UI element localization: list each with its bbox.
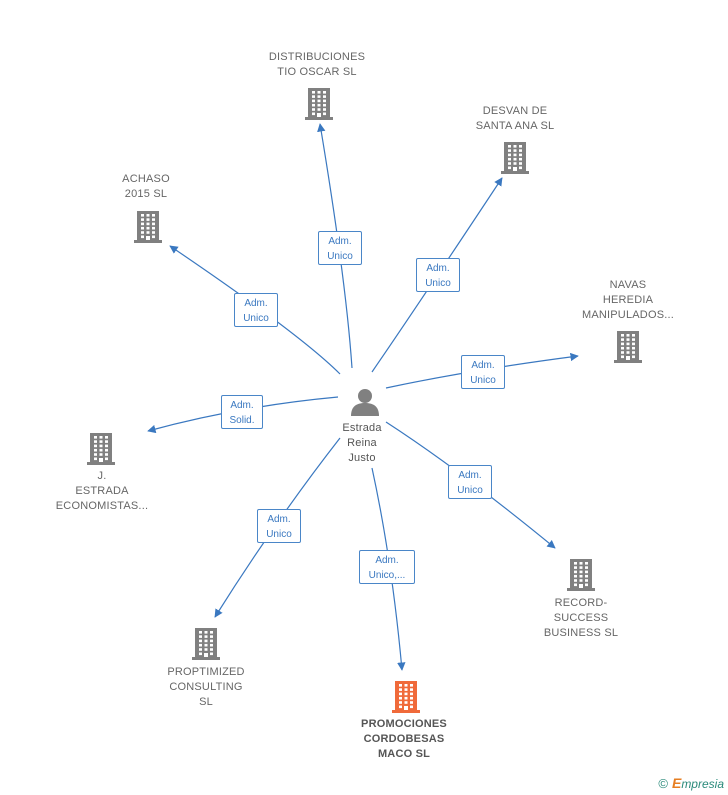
brand-name: mpresia	[681, 777, 724, 791]
role-label-record: Adm. Unico	[448, 465, 492, 499]
role-label-promociones: Adm. Unico,...	[359, 550, 415, 584]
company-label-navas[interactable]: NAVAS HEREDIA MANIPULADOS...	[581, 279, 675, 321]
building-icon[interactable]	[86, 431, 116, 470]
building-icon[interactable]	[304, 86, 334, 125]
copyright-symbol: ©	[658, 776, 668, 791]
company-label-desvan[interactable]: DESVAN DE SANTA ANA SL	[475, 105, 555, 132]
company-label-achaso[interactable]: ACHASO 2015 SL	[122, 173, 170, 200]
person-icon[interactable]	[350, 387, 380, 422]
role-label-estrada-economistas: Adm. Solid.	[221, 395, 263, 429]
company-label-record[interactable]: RECORD- SUCCESS BUSINESS SL	[543, 597, 619, 639]
center-person-name[interactable]: Estrada Reina Justo	[342, 422, 382, 464]
role-label-distribuciones: Adm. Unico	[318, 231, 362, 265]
company-label-proptimized[interactable]: PROPTIMIZED CONSULTING SL	[167, 666, 245, 708]
role-label-navas: Adm. Unico	[461, 355, 505, 389]
company-label-promociones[interactable]: PROMOCIONES CORDOBESAS MACO SL	[361, 718, 447, 760]
company-label-estrada-economistas[interactable]: J. ESTRADA ECONOMISTAS...	[55, 470, 149, 512]
building-icon[interactable]	[500, 140, 530, 179]
building-icon[interactable]	[613, 329, 643, 368]
building-icon[interactable]	[191, 626, 221, 665]
building-icon[interactable]	[391, 679, 421, 718]
role-label-proptimized: Adm. Unico	[257, 509, 301, 543]
building-icon[interactable]	[133, 209, 163, 248]
company-label-distribuciones[interactable]: DISTRIBUCIONES TIO OSCAR SL	[268, 51, 366, 78]
role-label-desvan: Adm. Unico	[416, 258, 460, 292]
footer-brand: ©Empresia	[658, 775, 724, 791]
brand-initial: E	[671, 775, 682, 791]
role-label-achaso: Adm. Unico	[234, 293, 278, 327]
building-icon[interactable]	[566, 557, 596, 596]
